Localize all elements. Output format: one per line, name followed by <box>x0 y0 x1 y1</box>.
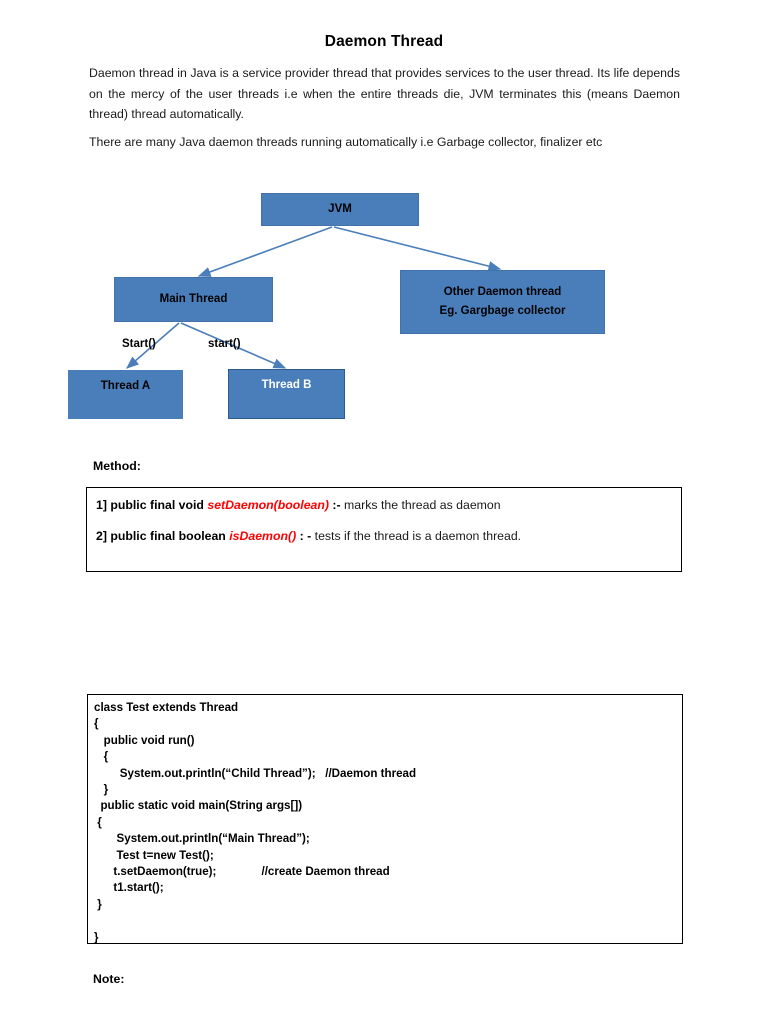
edge-label-start-thread-b: start() <box>208 338 241 350</box>
method-item-2-separator: : - <box>299 529 312 543</box>
code-line: t.setDaemon(true); //create Daemon threa… <box>94 865 390 879</box>
code-line: System.out.println(“Child Thread”); //Da… <box>94 766 417 780</box>
diagram-node-jvm-label: JVM <box>328 203 352 215</box>
method-item-1: 1] public final void setDaemon(boolean) … <box>96 498 501 512</box>
note-heading: Note: <box>93 972 125 986</box>
diagram-node-jvm: JVM <box>261 193 419 226</box>
code-line: } <box>94 930 99 944</box>
diagram-node-thread-b-label: Thread B <box>261 379 312 391</box>
method-item-1-signature: setDaemon(boolean) <box>207 498 329 512</box>
code-block: class Test extends Thread { public void … <box>87 694 683 944</box>
method-heading: Method: <box>93 459 141 473</box>
diagram-node-other-daemon: Other Daemon thread Eg. Gargbage collect… <box>400 270 605 334</box>
code-line: public void run() <box>94 733 195 747</box>
code-line: { <box>94 717 99 731</box>
diagram-node-thread-a: Thread A <box>68 370 183 419</box>
diagram-node-main-thread: Main Thread <box>114 277 273 322</box>
method-item-2-signature: isDaemon() <box>229 529 297 543</box>
code-line: { <box>94 815 102 829</box>
arrow-jvm-to-other-daemon <box>333 226 502 272</box>
code-line: t1.start(); <box>94 881 164 895</box>
method-item-2-description: tests if the thread is a daemon thread. <box>314 529 522 543</box>
code-line: Test t=new Test(); <box>94 848 214 862</box>
code-line: } <box>94 897 102 911</box>
page-title: Daemon Thread <box>324 33 444 50</box>
method-item-1-description: marks the thread as daemon <box>344 498 501 512</box>
method-item-2-prefix: 2] public final boolean <box>96 529 226 543</box>
diagram-node-main-thread-label: Main Thread <box>159 293 228 305</box>
diagram-node-thread-a-label: Thread A <box>100 380 151 392</box>
diagram-node-thread-b: Thread B <box>228 369 345 419</box>
method-item-2: 2] public final boolean isDaemon() : - t… <box>96 529 521 543</box>
code-line: public static void main(String args[]) <box>94 799 303 813</box>
code-line <box>94 913 682 929</box>
diagram-node-other-daemon-line1: Other Daemon thread <box>443 286 562 298</box>
diagram-node-other-daemon-line2: Eg. Gargbage collector <box>439 305 566 317</box>
code-line: } <box>94 783 109 797</box>
edge-label-start-thread-a: Start() <box>122 338 156 350</box>
method-box: 1] public final void setDaemon(boolean) … <box>86 487 682 572</box>
paragraph-examples: There are many Java daemon threads runni… <box>89 135 603 149</box>
code-line: { <box>94 750 109 764</box>
arrow-jvm-to-main-thread <box>197 226 333 277</box>
method-item-1-separator: :- <box>332 498 341 512</box>
method-item-1-prefix: 1] public final void <box>96 498 204 512</box>
code-line: System.out.println(“Main Thread”); <box>94 832 310 846</box>
code-line: class Test extends Thread <box>94 701 239 714</box>
paragraph-intro: Daemon thread in Java is a service provi… <box>89 66 680 121</box>
